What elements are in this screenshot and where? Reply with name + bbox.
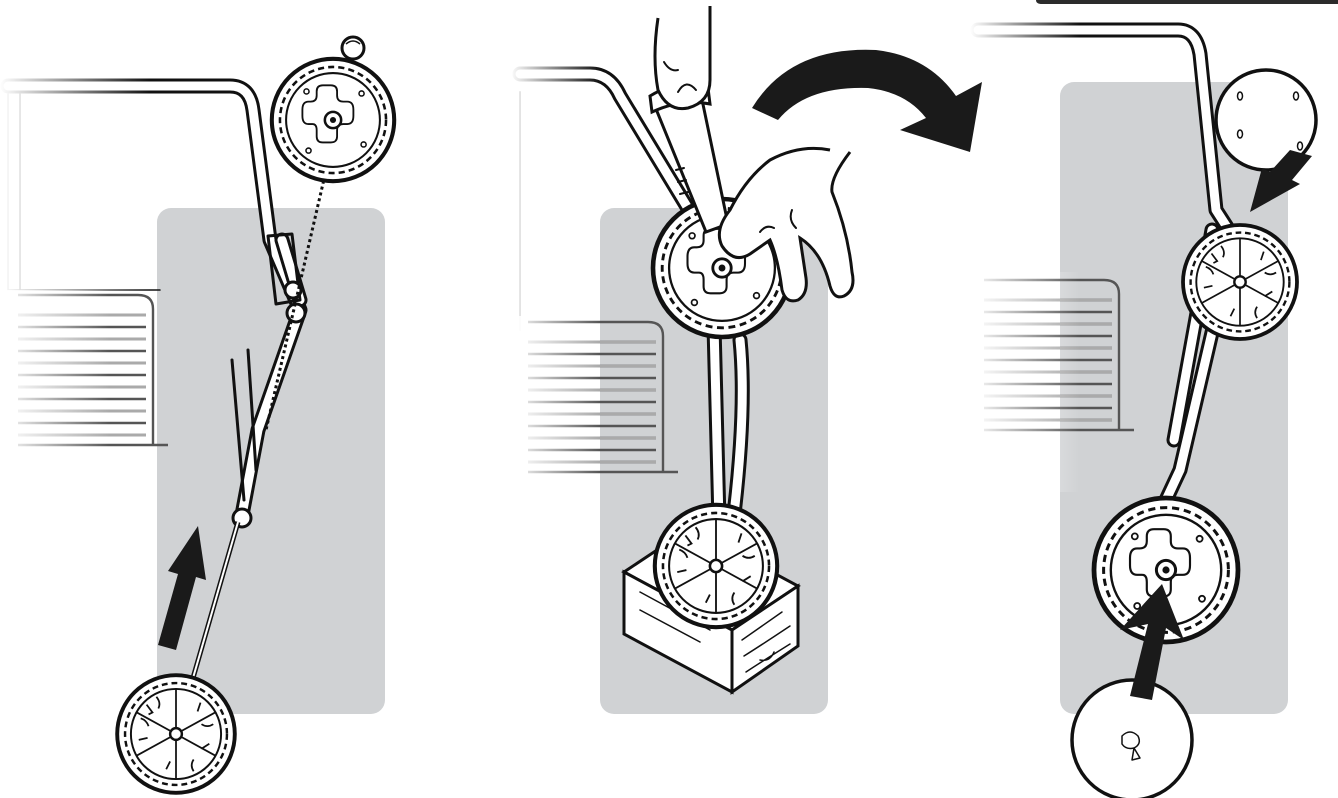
step-3-grill-frame — [970, 18, 1242, 508]
step-3-front-press-arrow — [1120, 584, 1184, 700]
step-1-grill-frame — [0, 70, 308, 529]
step-3-back-wheel — [1183, 225, 1297, 339]
step-3-back-press-arrow — [1250, 150, 1312, 212]
step-3-panel — [970, 18, 1318, 798]
step-1-alignment-line — [264, 57, 354, 431]
step-1-joint — [283, 280, 303, 300]
step-1-wheel — [117, 675, 235, 793]
tab-bar — [1036, 0, 1338, 4]
step-2-grill-frame — [510, 60, 750, 568]
step-2-upper-hand — [653, 6, 712, 111]
step-2-rotate-arrow — [752, 49, 982, 152]
step-1-insert-arrow — [158, 526, 206, 650]
step-1-hubcap — [340, 35, 366, 61]
step-2-panel — [510, 6, 982, 714]
step-2-bottom-wheel — [655, 505, 777, 627]
step-1-panel — [0, 35, 394, 793]
step-1-wheel-face — [272, 59, 394, 181]
step-3-front-hubcap — [1070, 678, 1194, 798]
step-2-lower-hand — [717, 146, 855, 303]
step-1-backdrop — [157, 208, 385, 714]
